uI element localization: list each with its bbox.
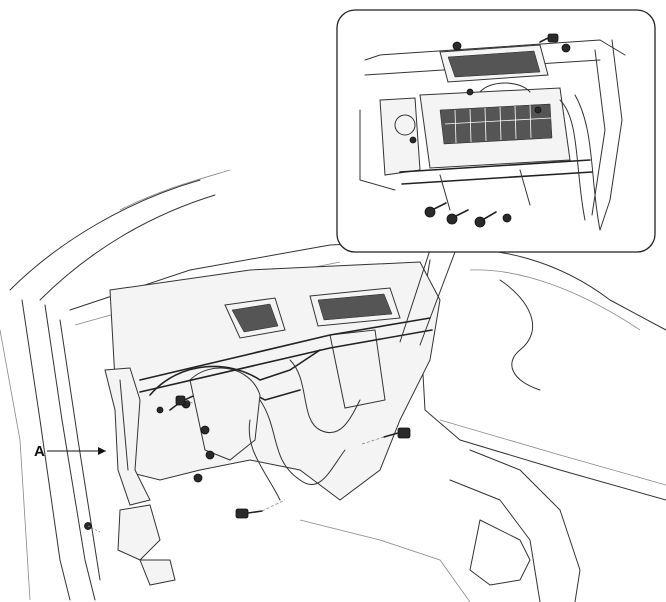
callout-a: A — [34, 443, 106, 460]
bolt-icon — [539, 33, 559, 43]
crash-pad-frame — [104, 261, 441, 586]
vehicle-body-outline — [0, 169, 666, 602]
bolt-fasteners — [84, 395, 411, 533]
bolt-icon — [84, 522, 101, 533]
bolt-icon — [175, 395, 196, 406]
detail-inset-drawing — [359, 33, 626, 231]
detail-inset — [336, 9, 656, 253]
arrow-right-icon — [98, 447, 106, 455]
callout-label-a: A — [34, 443, 45, 460]
bolt-icon — [424, 202, 447, 218]
bolt-icon — [235, 499, 286, 519]
bolt-icon — [446, 209, 469, 225]
detail-leader-line — [399, 249, 456, 346]
bolt-icon — [474, 211, 497, 228]
bolt-icon — [361, 427, 411, 445]
